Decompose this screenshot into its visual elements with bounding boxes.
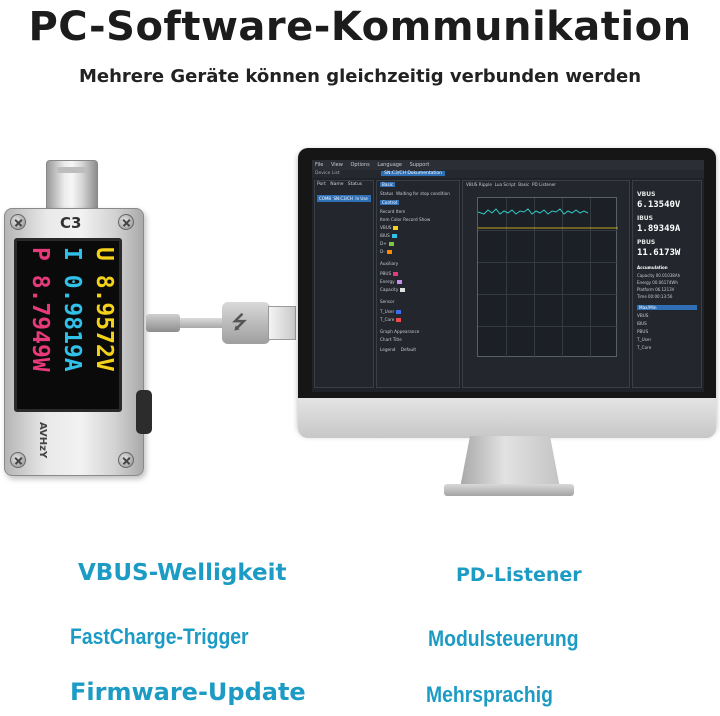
sensor-row[interactable]: T_User xyxy=(380,309,402,314)
menu-file[interactable]: File xyxy=(315,162,324,168)
feature-firmware-update: Firmware-Update xyxy=(70,678,306,706)
sensor-label: Sensor xyxy=(380,299,395,304)
tree-item-ibus[interactable]: IBUS xyxy=(637,321,647,326)
menu-options[interactable]: Options xyxy=(350,162,370,168)
tree-item-pbus[interactable]: PBUS xyxy=(637,329,649,334)
page-subtitle: Mehrere Geräte können gleichzeitig verbu… xyxy=(78,66,642,87)
tab-pd-listener[interactable]: PD Listener xyxy=(532,182,556,187)
control-button[interactable]: Control xyxy=(380,200,400,205)
device-row[interactable]: COM8 SN:C3/CH In Use xyxy=(317,195,371,202)
device-list-header: Port Name Status xyxy=(317,182,363,187)
reading-value: 0.9819A xyxy=(59,274,85,372)
meter-model: C3 xyxy=(60,214,82,232)
device-list-panel: Port Name Status COM8 SN:C3/CH In Use xyxy=(314,180,374,388)
reading-symbol: U xyxy=(91,247,117,261)
reading-voltage: U 8.9572V xyxy=(89,247,119,407)
micro-usb-plug xyxy=(146,314,180,332)
brand-logo: AVHzY xyxy=(37,422,48,459)
auxiliary-label: Auxiliary xyxy=(380,261,399,266)
record-row[interactable]: D- xyxy=(380,249,392,254)
record-item-label: Record Item xyxy=(380,209,406,214)
chart-line xyxy=(478,208,618,229)
aux-row[interactable]: PBUS xyxy=(380,271,399,276)
record-row[interactable]: D+ xyxy=(380,241,394,246)
document-tabs: Device List SN:C3/CH Dokumentation xyxy=(312,170,704,178)
monitor-chin xyxy=(298,398,716,438)
menu-view[interactable]: View xyxy=(330,162,343,168)
screw-icon xyxy=(10,214,26,230)
usb-icon: ⭍ xyxy=(232,312,247,333)
menu-bar: File View Options Language Support xyxy=(312,160,704,170)
tab-device-list[interactable]: Device List xyxy=(315,171,340,176)
ibus-value: 1.89349A xyxy=(637,224,681,234)
reading-symbol: P xyxy=(27,247,53,261)
aux-row[interactable]: Capacity xyxy=(380,287,406,292)
tree-item-vbus[interactable]: VBUS xyxy=(637,313,649,318)
screw-icon xyxy=(118,452,134,468)
monitor-base xyxy=(444,484,574,496)
feature-module-control: Modulsteuerung xyxy=(428,626,579,651)
monitor-stand xyxy=(460,436,560,488)
feature-multilingual: Mehrsprachig xyxy=(426,682,553,707)
legend-field[interactable]: Legend Default xyxy=(380,347,417,352)
reading-value: 8.7949W xyxy=(27,274,53,372)
page-title: PC-Software-Kommunikation xyxy=(28,4,692,50)
meter-button xyxy=(136,390,152,434)
readout-panel: VBUS 6.13540V IBUS 1.89349A PBUS 11.6173… xyxy=(632,180,702,388)
reading-current: I 0.9819A xyxy=(57,247,87,407)
screw-icon xyxy=(10,452,26,468)
screw-icon xyxy=(118,214,134,230)
accumulation-label: Accumulation xyxy=(637,265,668,270)
tab-lua-script[interactable]: Lua Script xyxy=(494,182,516,187)
acc-row: Platform 06.1213V xyxy=(637,287,675,292)
acc-row: Capacity 00.01038Ah xyxy=(637,273,681,278)
tab-vbus-ripple[interactable]: VBUS Ripple xyxy=(466,182,492,187)
pbus-value: 11.6173W xyxy=(637,248,681,258)
ibus-label: IBUS xyxy=(637,215,653,222)
acc-row: Energy 00.06174Wh xyxy=(637,280,678,285)
meter-display: U 8.9572V I 0.9819A P 8.7949W xyxy=(14,238,122,412)
acc-row: Time 00:00:13:56 xyxy=(637,294,673,299)
tab-document[interactable]: SN:C3/CH Dokumentation xyxy=(381,171,446,176)
usb-a-plug xyxy=(222,302,270,344)
record-row[interactable]: IBUS xyxy=(380,233,397,238)
pbus-label: PBUS xyxy=(637,239,656,246)
tree-item-max-min[interactable]: Max/Min xyxy=(637,305,697,310)
feature-pd-listener: PD-Listener xyxy=(456,564,582,586)
menu-language[interactable]: Language xyxy=(377,162,403,168)
reading-symbol: I xyxy=(59,247,85,261)
feature-vbus-ripple: VBUS-Welligkeit xyxy=(78,560,287,586)
chart-title-field[interactable]: Chart Title xyxy=(380,337,402,342)
tree-item-t-user[interactable]: T_User xyxy=(637,337,652,342)
menu-support[interactable]: Support xyxy=(409,162,430,168)
vbus-label: VBUS xyxy=(637,191,656,198)
record-row[interactable]: VBUS xyxy=(380,225,399,230)
tab-basic[interactable]: Basic xyxy=(380,182,396,187)
reading-power: P 8.7949W xyxy=(25,247,55,407)
chart-plot[interactable] xyxy=(477,197,618,358)
tab-basic-chart[interactable]: Basic xyxy=(518,182,530,187)
usb-a-connector xyxy=(268,306,296,340)
sensor-row[interactable]: T_Core xyxy=(380,317,402,322)
reading-value: 8.9572V xyxy=(91,274,117,372)
software-screen: File View Options Language Support Devic… xyxy=(312,160,704,392)
record-table-header: Item Color Record Show xyxy=(380,217,431,222)
graph-appearance-label: Graph Appearance xyxy=(380,329,420,334)
basic-panel: Basic Status Waiting for stop condition … xyxy=(376,180,460,388)
cable-wire xyxy=(150,318,230,328)
tree-item-t-core[interactable]: T_Core xyxy=(637,345,652,350)
chart-tabs: VBUS Ripple Lua Script Basic PD Listener xyxy=(466,182,556,187)
vbus-value: 6.13540V xyxy=(637,200,681,210)
chart-panel: VBUS Ripple Lua Script Basic PD Listener xyxy=(462,180,630,388)
status-row: Status Waiting for stop condition xyxy=(380,191,450,196)
feature-fastcharge-trigger: FastCharge-Trigger xyxy=(70,624,249,649)
aux-row[interactable]: Energy xyxy=(380,279,402,284)
